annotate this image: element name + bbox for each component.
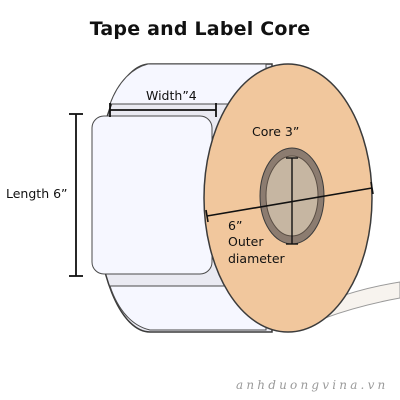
label-panel-bottom (109, 285, 267, 331)
width-dimension (109, 103, 217, 117)
diagram-title: Tape and Label Core (89, 18, 311, 40)
watermark: anhduongvina.vn (236, 378, 389, 392)
length-label: Length 6” (6, 186, 68, 201)
width-label: Width”4 (146, 88, 197, 103)
outer-label-line2: Outer (228, 234, 264, 249)
label-panel-middle (91, 115, 213, 275)
label-tail (324, 281, 400, 319)
length-dimension (69, 113, 83, 277)
outer-label-line1: 6” (228, 218, 242, 233)
core-label: Core 3” (252, 124, 299, 139)
outer-label-line3: diameter (228, 251, 286, 266)
outer-diameter-dimension (205, 181, 374, 223)
